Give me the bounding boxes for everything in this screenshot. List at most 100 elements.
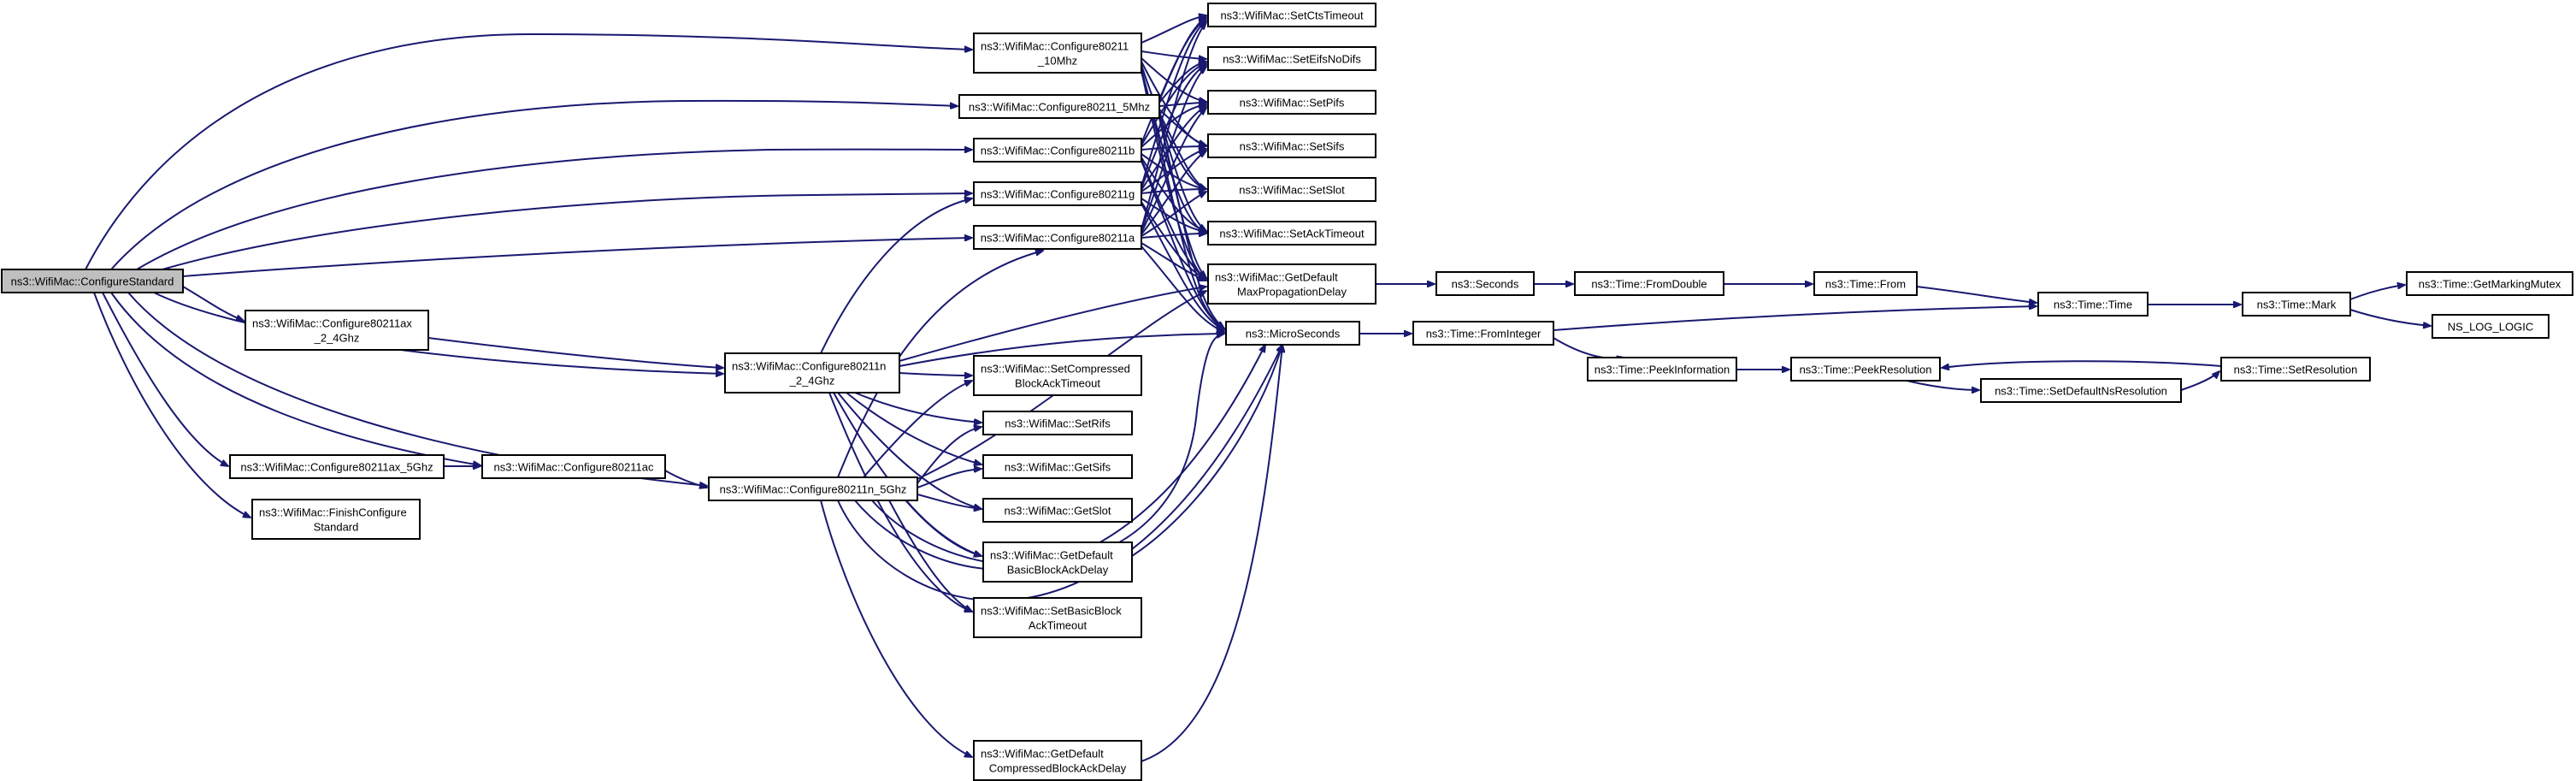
node-label: ns3::Seconds: [1452, 278, 1519, 291]
node-box[interactable]: [1207, 46, 1376, 71]
node-get-default-max-prop[interactable]: ns3::WifiMac::GetDefaultMaxPropagationDe…: [1207, 263, 1376, 305]
node-box[interactable]: [982, 454, 1133, 479]
node-box[interactable]: [973, 181, 1142, 206]
call-edge-time_mark-to-get_marking_mutex: [2349, 285, 2405, 300]
node-cfg-ax-5[interactable]: ns3::WifiMac::Configure80211ax_5Ghz: [229, 454, 445, 479]
node-box[interactable]: [958, 94, 1160, 119]
node-cfg-ax-24[interactable]: ns3::WifiMac::Configure80211ax_2_4Ghz: [245, 310, 429, 351]
node-box[interactable]: [1207, 90, 1376, 115]
node-cfg-10mhz[interactable]: ns3::WifiMac::Configure80211_10Mhz: [973, 33, 1142, 74]
node-box[interactable]: [982, 411, 1133, 435]
node-get-default-compressed-ba-delay[interactable]: ns3::WifiMac::GetDefaultCompressedBlockA…: [973, 740, 1142, 781]
call-edge-cfg_n_24-to-get_default_max_prop: [899, 287, 1206, 362]
call-edge-cfg_n_5-to-cfg_a: [837, 251, 1043, 478]
call-edge-cfg_n_5-to-micro_seconds: [871, 334, 1224, 567]
node-set-slot[interactable]: ns3::WifiMac::SetSlot: [1207, 177, 1376, 202]
call-edge-cfg_n_24-to-set_basic_ba_timeout: [828, 392, 972, 612]
call-edge-time_from_integer-to-time_time: [1553, 306, 2037, 331]
node-box[interactable]: [1813, 271, 1918, 296]
call-edge-cfg_10mhz-to-set_eifs_no_difs: [1141, 50, 1206, 59]
node-box[interactable]: [245, 310, 429, 351]
node-box[interactable]: [1587, 357, 1737, 382]
node-set-rifs[interactable]: ns3::WifiMac::SetRifs: [982, 411, 1133, 435]
node-cfg-g[interactable]: ns3::WifiMac::Configure80211g: [973, 181, 1142, 206]
node-set-eifs-no-difs[interactable]: ns3::WifiMac::SetEifsNoDifs: [1207, 46, 1376, 71]
node-set-default-ns-resolution[interactable]: ns3::Time::SetDefaultNsResolution: [1980, 378, 2182, 403]
node-peek-information[interactable]: ns3::Time::PeekInformation: [1587, 357, 1737, 382]
node-box[interactable]: [229, 454, 445, 479]
node-configure-standard: ns3::WifiMac::ConfigureStandard: [1, 269, 184, 293]
node-time-time[interactable]: ns3::Time::Time: [2037, 292, 2149, 317]
node-label: ns3::WifiMac::GetDefault: [990, 549, 1113, 562]
node-box[interactable]: [2037, 292, 2149, 317]
node-label: ns3::Time::SetDefaultNsResolution: [1995, 385, 2167, 398]
node-cfg-ac[interactable]: ns3::WifiMac::Configure80211ac: [481, 454, 666, 479]
node-seconds[interactable]: ns3::Seconds: [1435, 271, 1535, 296]
node-set-sifs[interactable]: ns3::WifiMac::SetSifs: [1207, 133, 1376, 158]
node-label: ns3::Time::SetResolution: [2234, 364, 2358, 376]
node-cfg-a[interactable]: ns3::WifiMac::Configure80211a: [973, 225, 1142, 250]
node-box[interactable]: [1207, 3, 1376, 27]
node-label: ns3::WifiMac::Configure80211n_5Ghz: [720, 483, 907, 496]
node-cfg-b[interactable]: ns3::WifiMac::Configure80211b: [973, 138, 1142, 163]
node-box[interactable]: [2242, 292, 2351, 317]
node-time-from-double[interactable]: ns3::Time::FromDouble: [1574, 271, 1724, 296]
node-cfg-n-5[interactable]: ns3::WifiMac::Configure80211n_5Ghz: [708, 476, 918, 501]
node-box[interactable]: [1207, 221, 1376, 246]
node-box[interactable]: [2406, 271, 2573, 296]
node-box[interactable]: [1435, 271, 1535, 296]
node-get-slot[interactable]: ns3::WifiMac::GetSlot: [982, 498, 1133, 523]
node-label: ns3::WifiMac::SetCompressed: [981, 363, 1130, 376]
node-time-from[interactable]: ns3::Time::From: [1813, 271, 1918, 296]
node-box[interactable]: [973, 597, 1142, 638]
node-box[interactable]: [481, 454, 666, 479]
node-box[interactable]: [982, 498, 1133, 523]
node-label: BlockAckTimeout: [1015, 377, 1100, 390]
node-box[interactable]: [2432, 314, 2549, 339]
node-box[interactable]: [724, 352, 900, 393]
node-get-marking-mutex[interactable]: ns3::Time::GetMarkingMutex: [2406, 271, 2573, 296]
call-edge-time_mark-to-ns_log_logic: [2349, 309, 2431, 326]
node-box[interactable]: [1207, 263, 1376, 305]
call-edge-cfg_n_5-to-set_compressed_ba_timeout: [863, 380, 972, 478]
node-box[interactable]: [1574, 271, 1724, 296]
call-edge-cfg_a-to-set_sifs: [1141, 151, 1206, 235]
call-edge-configure_standard-to-cfg_ax_24: [182, 286, 244, 322]
node-label: ns3::WifiMac::Configure80211_5Mhz: [969, 101, 1150, 114]
call-edge-configure_standard-to-cfg_b: [136, 150, 972, 270]
node-box[interactable]: [973, 355, 1142, 396]
node-label: ns3::Time::GetMarkingMutex: [2419, 278, 2561, 291]
node-ns-log-logic[interactable]: NS_LOG_LOGIC: [2432, 314, 2549, 339]
node-box[interactable]: [708, 476, 918, 501]
node-box[interactable]: [973, 225, 1142, 250]
node-box[interactable]: [1207, 177, 1376, 202]
node-time-mark[interactable]: ns3::Time::Mark: [2242, 292, 2351, 317]
node-box[interactable]: [1790, 357, 1941, 382]
node-box[interactable]: [973, 138, 1142, 163]
node-time-from-integer[interactable]: ns3::Time::FromInteger: [1412, 321, 1554, 346]
node-box[interactable]: [1225, 321, 1360, 346]
node-label: AckTimeout: [1029, 619, 1088, 632]
node-set-pifs[interactable]: ns3::WifiMac::SetPifs: [1207, 90, 1376, 115]
node-box[interactable]: [1207, 133, 1376, 158]
node-set-compressed-ba-timeout[interactable]: ns3::WifiMac::SetCompressedBlockAckTimeo…: [973, 355, 1142, 396]
call-edge-cfg_n_5-to-get_slot: [917, 494, 981, 509]
node-micro-seconds[interactable]: ns3::MicroSeconds: [1225, 321, 1360, 346]
node-box[interactable]: [982, 541, 1133, 583]
node-box[interactable]: [251, 499, 421, 540]
node-box[interactable]: [1412, 321, 1554, 346]
node-peek-resolution[interactable]: ns3::Time::PeekResolution: [1790, 357, 1941, 382]
node-set-ack-timeout[interactable]: ns3::WifiMac::SetAckTimeout: [1207, 221, 1376, 246]
node-set-cts-timeout[interactable]: ns3::WifiMac::SetCtsTimeout: [1207, 3, 1376, 27]
node-cfg-5mhz[interactable]: ns3::WifiMac::Configure80211_5Mhz: [958, 94, 1160, 119]
node-box[interactable]: [2220, 357, 2371, 382]
node-box[interactable]: [973, 33, 1142, 74]
node-box[interactable]: [973, 740, 1142, 781]
node-set-resolution[interactable]: ns3::Time::SetResolution: [2220, 357, 2371, 382]
node-cfg-n-24[interactable]: ns3::WifiMac::Configure80211n_2_4Ghz: [724, 352, 900, 393]
node-box[interactable]: [1980, 378, 2182, 403]
node-get-sifs[interactable]: ns3::WifiMac::GetSifs: [982, 454, 1133, 479]
node-get-default-basic-ba-delay[interactable]: ns3::WifiMac::GetDefaultBasicBlockAckDel…: [982, 541, 1133, 583]
